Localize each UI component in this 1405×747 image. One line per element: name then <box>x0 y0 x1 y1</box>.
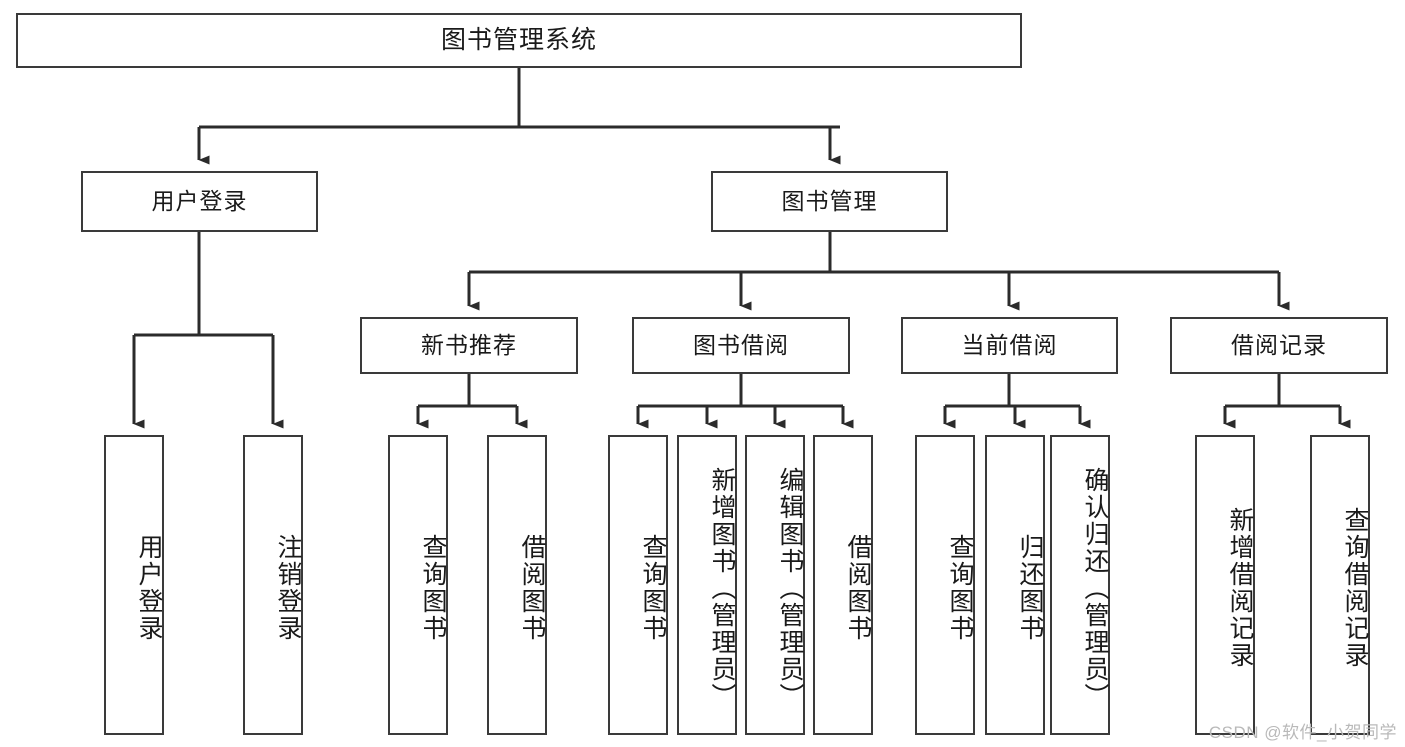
node-book-manage[interactable]: 图书管理 <box>711 171 948 232</box>
leaf-node-query-book-current[interactable]: 查询图书 <box>915 435 975 735</box>
leaf-node-return-book[interactable]: 归还图书 <box>985 435 1045 735</box>
node-new-book-recommend[interactable]: 新书推荐 <box>360 317 578 374</box>
node-borrow-record[interactable]: 借阅记录 <box>1170 317 1388 374</box>
node-label: 查询图书 <box>639 534 667 642</box>
node-label: 当前借阅 <box>961 332 1058 359</box>
node-label: 注销登录 <box>274 534 302 642</box>
node-label: 新增借阅记录 <box>1226 507 1254 669</box>
leaf-node-logout[interactable]: 注销登录 <box>243 435 303 735</box>
node-label: 归还图书 <box>1016 534 1044 642</box>
leaf-node-borrow-book-recommend[interactable]: 借阅图书 <box>487 435 547 735</box>
node-current-borrow[interactable]: 当前借阅 <box>901 317 1118 374</box>
leaf-node-query-book-borrow[interactable]: 查询图书 <box>608 435 668 735</box>
leaf-node-user-login[interactable]: 用户登录 <box>104 435 164 735</box>
node-user-login[interactable]: 用户登录 <box>81 171 318 232</box>
node-label: 用户登录 <box>151 188 248 215</box>
node-label: 用户登录 <box>135 534 163 642</box>
node-label: 图书管理系统 <box>440 26 597 54</box>
node-label: 借阅记录 <box>1231 332 1327 359</box>
node-label: 查询图书 <box>946 534 974 642</box>
node-label: 新书推荐 <box>421 332 517 359</box>
node-label: 图书管理 <box>781 188 878 215</box>
leaf-node-edit-book-admin[interactable]: 编辑图书（管理员） <box>745 435 805 735</box>
node-root-system[interactable]: 图书管理系统 <box>16 13 1022 68</box>
leaf-node-borrow-book[interactable]: 借阅图书 <box>813 435 873 735</box>
node-label: 借阅图书 <box>844 534 872 642</box>
node-label: 查询图书 <box>419 534 447 642</box>
node-label: 借阅图书 <box>518 534 546 642</box>
node-book-borrow[interactable]: 图书借阅 <box>632 317 850 374</box>
node-label: 新增图书（管理员） <box>708 466 736 710</box>
watermark-text: CSDN @软件_小贺同学 <box>1208 723 1397 742</box>
node-label: 编辑图书（管理员） <box>776 466 804 710</box>
node-label: 确认归还（管理员） <box>1081 466 1109 710</box>
leaf-node-query-book-recommend[interactable]: 查询图书 <box>388 435 448 735</box>
leaf-node-add-book-admin[interactable]: 新增图书（管理员） <box>677 435 737 735</box>
node-label: 图书借阅 <box>693 332 789 359</box>
leaf-node-confirm-return-admin[interactable]: 确认归还（管理员） <box>1050 435 1110 735</box>
leaf-node-add-borrow-record[interactable]: 新增借阅记录 <box>1195 435 1255 735</box>
node-label: 查询借阅记录 <box>1341 507 1369 669</box>
leaf-node-query-borrow-record[interactable]: 查询借阅记录 <box>1310 435 1370 735</box>
